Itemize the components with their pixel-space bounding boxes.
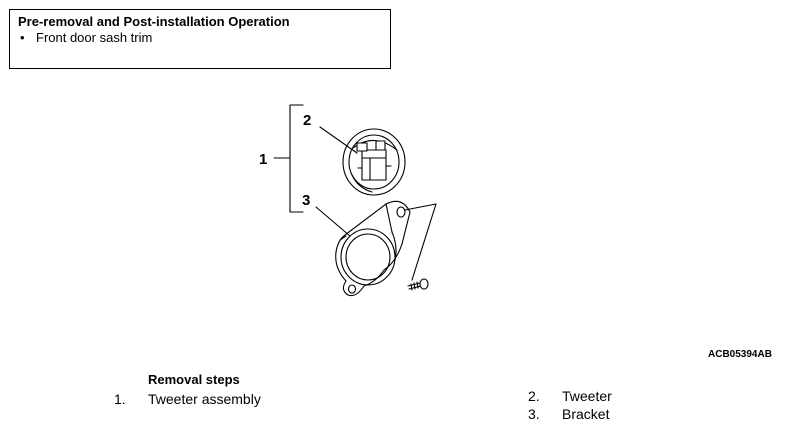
- step-label: Tweeter assembly: [148, 391, 261, 407]
- step-number: 2.: [528, 388, 540, 404]
- bracket-drawing: [315, 200, 437, 297]
- callout-3: 3: [302, 192, 310, 209]
- pre-removal-item-label: Front door sash trim: [36, 30, 153, 45]
- removal-step: 1. Tweeter assembly: [114, 390, 261, 408]
- pre-removal-item: • Front door sash trim: [18, 30, 382, 46]
- step-label: Bracket: [562, 406, 610, 422]
- removal-steps-heading: Removal steps: [148, 372, 240, 387]
- callout-1: 1: [259, 151, 267, 168]
- step-label: Tweeter: [562, 388, 612, 404]
- figure-code: ACB05394AB: [708, 349, 772, 360]
- pre-removal-box: Pre-removal and Post-installation Operat…: [9, 9, 391, 69]
- tweeter-drawing: [319, 126, 406, 196]
- assembly-bracket-line: [273, 104, 304, 213]
- pre-removal-title: Pre-removal and Post-installation Operat…: [18, 14, 290, 29]
- removal-step: 2. Tweeter: [528, 387, 612, 405]
- removal-step: 3. Bracket: [528, 405, 609, 423]
- step-number: 3.: [528, 406, 540, 422]
- bullet-icon: •: [20, 30, 25, 45]
- step-number: 1.: [114, 391, 126, 407]
- callout-2: 2: [303, 112, 311, 129]
- screw-drawing: [407, 278, 429, 291]
